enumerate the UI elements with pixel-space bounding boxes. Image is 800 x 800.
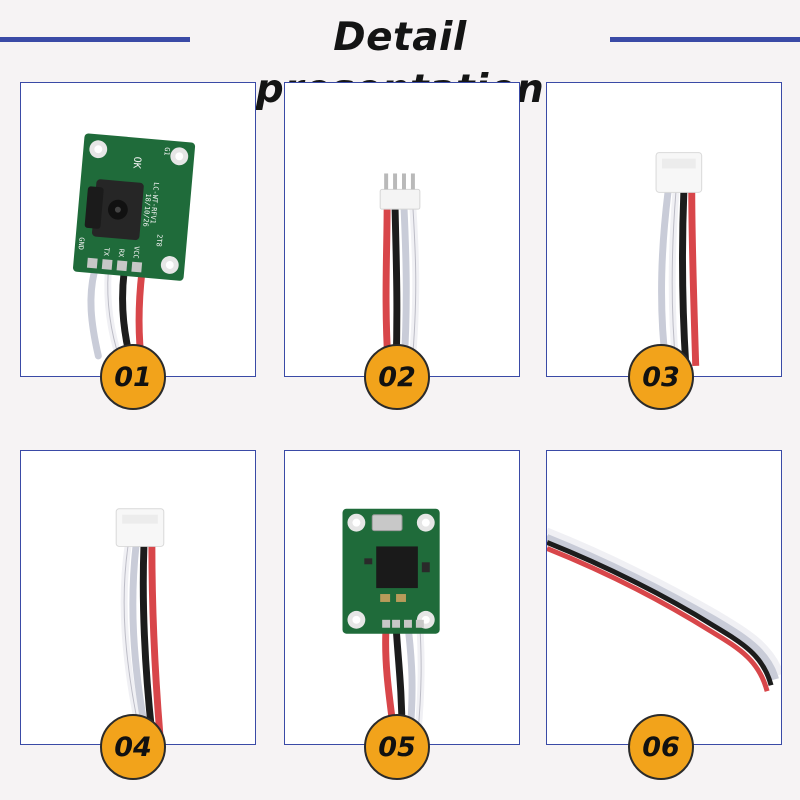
panel-badge-03: 03 xyxy=(628,344,694,410)
panel-badge-04: 04 xyxy=(100,714,166,780)
panel-04 xyxy=(20,450,256,745)
panel-badge-06: 06 xyxy=(628,714,694,780)
silkscreen-tx: TX xyxy=(102,247,111,257)
panel-badge-02: 02 xyxy=(364,344,430,410)
connector-cable-image xyxy=(379,173,421,367)
silkscreen-version: 2T8 xyxy=(154,234,163,247)
panel-05 xyxy=(284,450,520,745)
panel-01: LC-WT-RFV1 2T8 18/10/26 GND TX RX VCC G1… xyxy=(20,82,256,377)
camera-module-image: LC-WT-RFV1 2T8 18/10/26 GND TX RX VCC G1… xyxy=(73,133,196,370)
circuit-board-image xyxy=(342,508,440,735)
silkscreen-vcc: VCC xyxy=(132,246,141,259)
header: Detail presentation xyxy=(0,0,800,112)
header-rule-right xyxy=(610,37,800,42)
panel-03 xyxy=(546,82,782,377)
header-rule-left xyxy=(0,37,190,42)
silkscreen-g1: G1 xyxy=(162,147,171,156)
silkscreen-model: LC-WT-RFV1 xyxy=(149,182,161,224)
silkscreen-ok: OK xyxy=(130,156,142,169)
connector-cable-image xyxy=(115,508,165,735)
panel-badge-01: 01 xyxy=(100,344,166,410)
silkscreen-gnd: GND xyxy=(77,237,86,250)
silkscreen-date: 18/10/26 xyxy=(141,193,152,227)
silkscreen-rx: RX xyxy=(117,248,126,258)
panel-02 xyxy=(284,82,520,377)
connector-cable-image xyxy=(655,152,703,367)
panel-06 xyxy=(546,450,782,745)
panel-badge-05: 05 xyxy=(364,714,430,780)
cable-close-up-image xyxy=(547,527,781,692)
